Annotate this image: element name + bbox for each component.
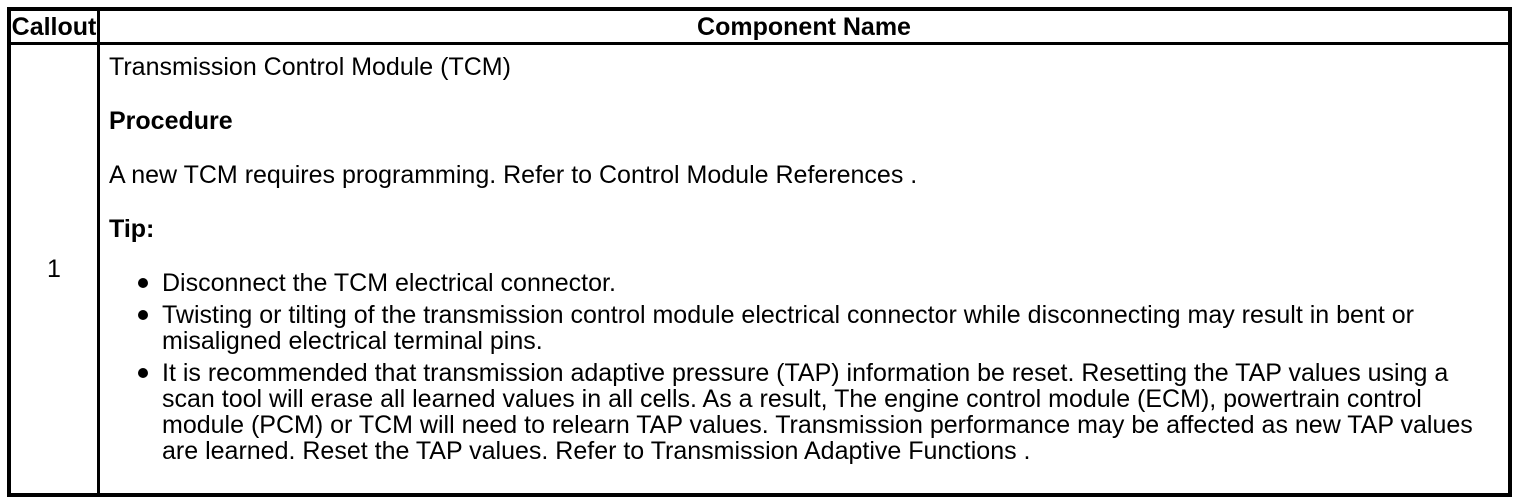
tip-text: It is recommended that transmission adap…: [162, 359, 1473, 465]
table-row: 1 Transmission Control Module (TCM) Proc…: [11, 45, 1508, 493]
procedure-text: A new TCM requires programming. Refer to…: [109, 161, 918, 189]
component-title: Transmission Control Module (TCM): [109, 53, 511, 81]
callout-header-cell: Callout: [11, 11, 100, 42]
tip-item: Disconnect the TCM electrical connector.: [109, 270, 1500, 296]
table-header-row: Callout Component Name: [11, 11, 1508, 45]
tip-text: Twisting or tilting of the transmission …: [162, 301, 1414, 355]
callout-number: 1: [47, 255, 61, 283]
component-table: Callout Component Name 1 Transmission Co…: [7, 7, 1512, 497]
callout-cell: 1: [11, 45, 100, 493]
component-name-header-cell: Component Name: [100, 11, 1508, 42]
tip-item: It is recommended that transmission adap…: [109, 360, 1500, 464]
tip-heading: Tip:: [109, 215, 155, 243]
tip-item: Twisting or tilting of the transmission …: [109, 302, 1500, 354]
bullet-icon: [138, 278, 148, 288]
procedure-heading: Procedure: [109, 107, 233, 135]
bullet-icon: [138, 368, 148, 378]
bullet-icon: [138, 310, 148, 320]
component-name-header-label: Component Name: [697, 12, 911, 41]
callout-header-label: Callout: [11, 12, 97, 41]
tip-list: Disconnect the TCM electrical connector.…: [109, 270, 1500, 464]
component-name-cell: Transmission Control Module (TCM) Proced…: [100, 45, 1508, 493]
tip-text: Disconnect the TCM electrical connector.: [162, 269, 616, 297]
